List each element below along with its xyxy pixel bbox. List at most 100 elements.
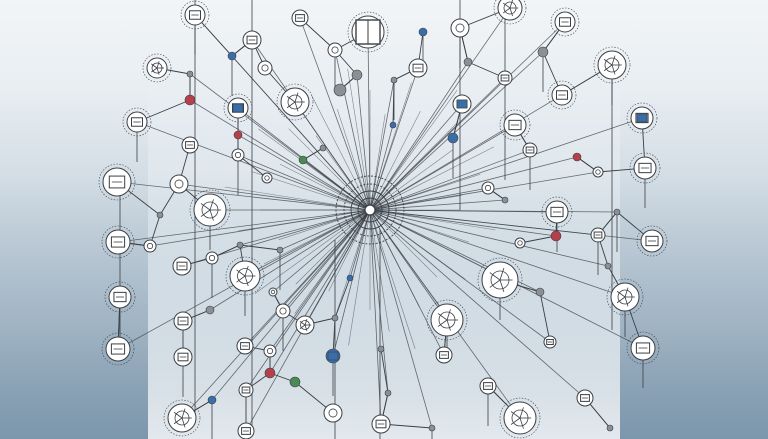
target-hub-icon	[364, 204, 376, 216]
node-dot	[289, 376, 301, 388]
network-spoke	[304, 324, 308, 332]
spoke-line	[369, 209, 466, 280]
spoke-line	[369, 195, 462, 211]
node-dot	[156, 211, 164, 219]
node-dot	[613, 208, 621, 216]
node-halo	[98, 163, 136, 201]
circle-node-inner	[264, 175, 270, 181]
spoke-line	[369, 51, 544, 211]
circle-node-icon	[592, 166, 604, 178]
circle-node-icon	[327, 42, 343, 58]
node-dot	[233, 130, 243, 140]
spoke-line	[116, 181, 371, 211]
spoke-line	[369, 149, 453, 211]
network-spoke	[209, 199, 214, 211]
node-dot	[384, 389, 392, 397]
spoke-line	[336, 109, 371, 211]
network-icon	[287, 94, 303, 110]
spoke-line	[348, 209, 371, 346]
circle-node-icon	[450, 18, 470, 38]
hub-ring	[335, 175, 405, 245]
spoke-line	[288, 128, 371, 211]
network-spoke	[151, 63, 158, 69]
node-dot	[389, 121, 397, 129]
circle-node-icon	[263, 344, 277, 358]
circle-node-icon	[257, 60, 273, 76]
network-spoke	[510, 417, 521, 425]
node-halo	[477, 257, 523, 303]
spoke-line	[254, 209, 371, 294]
network-spoke	[437, 319, 448, 327]
spoke-line	[369, 209, 496, 275]
spoke-line	[209, 209, 371, 311]
node-dot	[331, 314, 339, 322]
spoke-line	[369, 209, 653, 242]
spoke-line	[369, 173, 481, 211]
circle-node-icon	[481, 181, 495, 195]
network-spoke	[151, 67, 158, 73]
node-dot	[377, 345, 385, 353]
spoke-line	[367, 31, 371, 211]
circle-node-icon	[205, 251, 219, 265]
network-spoke	[616, 296, 626, 304]
node-halo	[636, 225, 668, 257]
node-halo	[593, 46, 631, 84]
network-spoke	[446, 309, 451, 321]
spoke-line	[369, 209, 626, 298]
spoke-line	[136, 121, 371, 211]
network-spoke	[200, 203, 211, 211]
network-spoke	[489, 272, 501, 281]
network-spoke	[181, 417, 186, 428]
network-spoke	[519, 407, 524, 419]
spoke-line	[258, 128, 371, 211]
monitor-icon	[327, 351, 339, 361]
node-halo	[223, 93, 253, 123]
network-icon	[151, 62, 163, 74]
spoke-line	[334, 49, 371, 211]
network-spoke	[502, 7, 511, 14]
spoke-line	[369, 209, 438, 278]
circle-node-inner	[331, 46, 339, 54]
spoke-line	[369, 82, 412, 211]
circle-node-inner	[174, 179, 184, 189]
node-dot	[205, 305, 215, 315]
node-halo	[493, 0, 527, 25]
edge-line	[539, 291, 551, 343]
node-dot	[333, 83, 347, 97]
spoke-line	[311, 94, 371, 211]
spoke-line	[356, 74, 371, 211]
node-dot	[390, 76, 398, 84]
spoke-line	[117, 209, 371, 243]
edge-line	[519, 235, 557, 244]
network-spoke	[502, 2, 511, 9]
node-dot	[236, 241, 244, 249]
node-halo	[122, 107, 152, 137]
spoke-line	[369, 156, 578, 211]
network-spoke	[624, 296, 629, 307]
node-halo	[606, 278, 644, 316]
network-spoke	[499, 279, 505, 293]
circle-node-inner	[517, 240, 523, 246]
network-spoke	[603, 64, 613, 72]
spoke-line	[369, 7, 511, 211]
spoke-line	[237, 154, 371, 211]
node-halo	[547, 80, 577, 110]
circle-node-icon	[169, 174, 189, 194]
spoke-line	[181, 209, 371, 419]
circle-node-icon	[323, 403, 343, 423]
network-spoke	[236, 269, 246, 277]
network-icon	[617, 289, 633, 305]
spoke-line	[369, 61, 469, 211]
circle-node-icon	[143, 239, 157, 253]
network-icon	[174, 410, 190, 426]
network-spoke	[299, 324, 306, 330]
monitor-icon	[636, 113, 648, 123]
network-spoke	[294, 101, 299, 112]
node-halo	[626, 331, 660, 365]
network-spoke	[294, 92, 299, 103]
node-halo	[347, 11, 389, 53]
network-icon	[490, 270, 510, 290]
spoke-line	[278, 209, 371, 240]
hub-ring	[343, 183, 397, 237]
spoke-line	[238, 209, 371, 232]
